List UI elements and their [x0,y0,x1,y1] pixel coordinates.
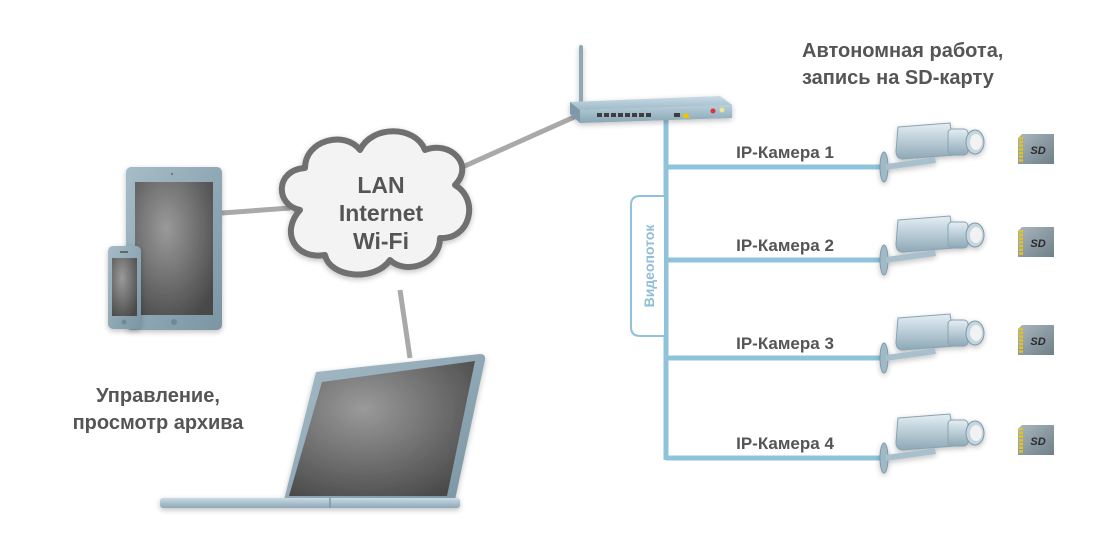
smartphone-icon [108,246,141,329]
cloud-line-2: Internet [339,200,424,226]
camera-label: IP-Камера 2 [736,236,834,255]
ip-camera-icon [879,215,985,276]
video-stream-label: Видеопоток [641,224,657,308]
right-caption-line-1: Автономная работа, [802,40,1003,62]
router-icon [570,45,732,123]
sd-card-label: SD [1030,436,1045,448]
link-cloud-laptop [397,289,413,359]
led-yellow [719,107,725,113]
left-caption-line-2: просмотр архива [73,412,245,434]
sd-card-icon: SD [1018,425,1054,455]
cloud-line-1: LAN [357,172,404,198]
camera-label: IP-Камера 1 [736,143,834,162]
ip-camera-icon [879,122,985,183]
sd-card-label: SD [1030,145,1045,157]
sd-card-label: SD [1030,336,1045,348]
cloud: LAN Internet Wi-Fi [278,128,473,278]
router-ports [597,113,680,117]
camera-row: IP-Камера 1 SD [736,122,1054,183]
camera-label: IP-Камера 4 [736,434,834,453]
warning-icon [682,112,690,118]
ip-camera-icon [879,313,985,374]
left-caption-line-1: Управление, [96,385,220,407]
led-red [710,108,716,114]
link-tablet-cloud [221,205,291,216]
camera-row: IP-Камера 3 SD [736,313,1054,374]
video-stream-tab: Видеопоток [630,195,664,337]
tablet-icon [126,167,222,330]
video-stream-bus [663,120,888,461]
cloud-shape [278,128,473,278]
sd-card-icon: SD [1018,325,1054,355]
sd-card-icon: SD [1018,134,1054,164]
right-caption-line-2: запись на SD-карту [802,67,995,89]
ip-camera-icon [879,413,985,474]
camera-label: IP-Камера 3 [736,334,834,353]
laptop-icon [160,354,486,508]
cloud-line-3: Wi-Fi [353,228,409,254]
camera-row: IP-Камера 4 SD [736,413,1054,474]
sd-card-label: SD [1030,238,1045,250]
camera-row: IP-Камера 2 SD [736,215,1054,276]
sd-card-icon: SD [1018,227,1054,257]
